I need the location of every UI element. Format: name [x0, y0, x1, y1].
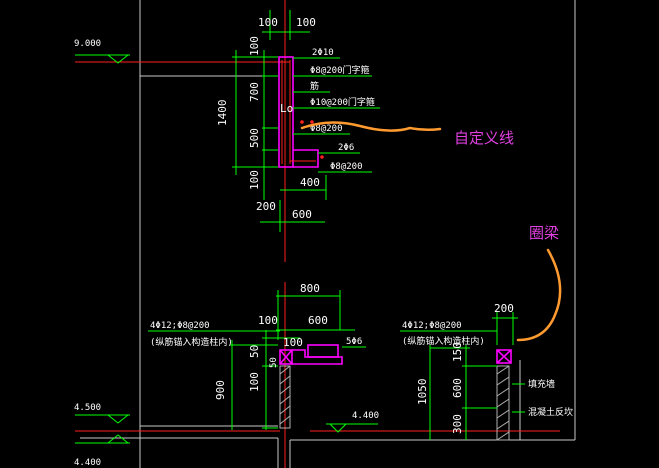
dim-bottom-3: 600	[292, 208, 312, 221]
rebar-note-right: 4Φ12;Φ8@200	[402, 321, 462, 331]
custom-line-highlight[interactable]	[300, 121, 442, 132]
rebar-subnote-left: (纵筋锚入构造柱内)	[150, 336, 233, 348]
lo-label: Lo	[280, 102, 293, 115]
lower-left-detail[interactable]: 800 100 600 4Φ12;Φ8@200 (纵筋锚入构造柱内) 50 10…	[148, 282, 379, 430]
wall-label-infill: 填充墙	[528, 378, 555, 390]
dim-100: 100	[258, 314, 278, 327]
dim-left-2: 700	[248, 82, 261, 102]
rebar-label-1: 2Φ10	[312, 48, 334, 58]
level-9000: 9.000	[74, 39, 101, 49]
dim-top-right: 100	[296, 16, 316, 29]
dim-left-3: 500	[248, 128, 261, 148]
structure-outline	[80, 0, 576, 468]
lower-right-hatch	[496, 365, 510, 441]
rebar-label-4: Φ10@200门字箍	[310, 96, 375, 108]
level-4400: 4.400	[74, 458, 101, 468]
dim-200: 200	[494, 302, 514, 315]
lower-left-hatch	[279, 365, 291, 429]
upper-dimension-lines	[232, 10, 380, 232]
dim-left-50-a: 50	[248, 345, 261, 358]
upper-beam-section	[278, 56, 319, 168]
lower-left-beam	[279, 344, 343, 365]
lower-left-dimension-lines	[148, 290, 366, 430]
level-4400-mid: 4.400	[352, 411, 379, 421]
dim-left-4: 100	[248, 170, 261, 190]
level-markers	[75, 54, 378, 444]
rebar-note-left: 4Φ12;Φ8@200	[150, 321, 210, 331]
bar-label-5phi6: 5Φ6	[346, 337, 362, 347]
upper-detail[interactable]: 100 100 100 700 500 100 1400 2Φ10 Φ8@200…	[216, 10, 380, 232]
rebar-label-7: Φ8@200	[330, 162, 363, 172]
dim-left-1: 100	[248, 36, 261, 56]
viewport-edge	[598, 0, 659, 468]
upper-rebar	[281, 60, 316, 164]
dim-1050: 1050	[416, 379, 429, 406]
dim-100-small: 100	[283, 336, 303, 349]
dim-600-right: 600	[451, 378, 464, 398]
rebar-label-5: Φ8@200	[310, 124, 343, 134]
rebar-subnote-right: (纵筋锚入构造柱内)	[402, 335, 485, 347]
ring-beam-annotation: 圈梁	[529, 224, 559, 242]
lower-right-beam	[496, 349, 512, 364]
rebar-label-6: 2Φ6	[338, 143, 354, 153]
dim-left-50-b: 50	[269, 357, 279, 368]
dim-bottom-2: 200	[256, 200, 276, 213]
rebar-label-3: 筋	[310, 80, 319, 92]
dim-bottom-1: 400	[300, 176, 320, 189]
upper-rebar-dots	[300, 120, 324, 159]
dim-300: 300	[451, 414, 464, 434]
ring-beam-leader[interactable]	[516, 248, 562, 342]
custom-line-annotation: 自定义线	[454, 129, 514, 147]
dim-top-left: 100	[258, 16, 278, 29]
lower-right-detail[interactable]: 200 4Φ12;Φ8@200 (纵筋锚入构造柱内) 1050 150 600 …	[400, 302, 573, 441]
dim-left-100: 100	[248, 372, 261, 392]
dim-800: 800	[300, 282, 320, 295]
axis-lines	[75, 0, 560, 468]
level-4500: 4.500	[74, 403, 101, 413]
dim-total: 1400	[216, 100, 229, 127]
rebar-label-2: Φ8@200门字箍	[310, 64, 370, 76]
dim-150: 150	[451, 342, 464, 362]
dim-left-900: 900	[214, 380, 227, 400]
lower-right-dimension-lines	[400, 312, 525, 440]
dim-600: 600	[308, 314, 328, 327]
wall-label-curb: 混凝土反坎	[528, 406, 573, 418]
